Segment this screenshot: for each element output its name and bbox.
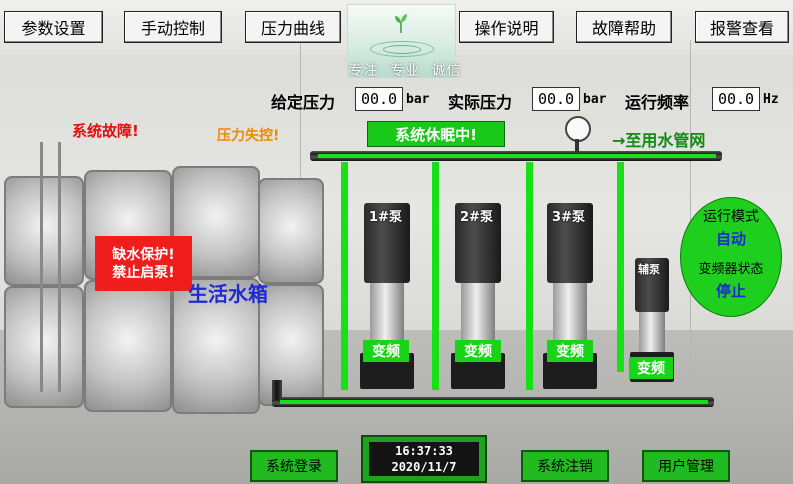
alarm-view-button[interactable]: 报警查看 — [695, 11, 789, 43]
water-shortage-alarm: 缺水保护! 禁止启泵! — [95, 236, 192, 291]
flow-riser — [617, 162, 624, 372]
operation-guide-button[interactable]: 操作说明 — [459, 11, 554, 43]
clock-date: 2020/11/7 — [391, 460, 457, 474]
actual-pressure-label: 实际压力 — [448, 93, 513, 112]
pump-3-motor — [547, 203, 593, 283]
tank-outlet-pipe — [272, 380, 282, 400]
set-pressure-value: 00.0 — [355, 87, 403, 111]
pressure-loss-alarm: 压力失控! — [217, 128, 280, 144]
set-pressure-label: 给定压力 — [271, 93, 336, 112]
aux-pump-body — [639, 312, 665, 352]
pump-2-label: 2#泵 — [460, 210, 493, 225]
user-manage-button[interactable]: 用户管理 — [642, 450, 730, 482]
clock-time: 16:37:33 — [395, 444, 453, 458]
system-fault-alarm: 系统故障! — [72, 122, 139, 140]
ladder-rail — [40, 142, 43, 392]
actual-pressure-unit: bar — [583, 92, 607, 107]
wall-corner-right — [690, 40, 691, 370]
pressure-gauge-icon — [565, 116, 591, 142]
pump-2-motor — [455, 203, 501, 283]
pump-3-label: 3#泵 — [552, 210, 585, 225]
gauge-stem — [575, 139, 579, 153]
set-pressure-unit: bar — [406, 92, 430, 107]
login-button[interactable]: 系统登录 — [250, 450, 338, 482]
tank-panel — [4, 176, 84, 286]
pump-3-mode: 变频 — [547, 340, 593, 362]
aux-pump-motor — [635, 258, 669, 312]
run-mode-value: 自动 — [715, 230, 746, 248]
logo-slogan: 专注 专业 诚信 — [348, 63, 462, 79]
fault-help-button[interactable]: 故障帮助 — [576, 11, 672, 43]
pump-2-mode: 变频 — [455, 340, 501, 362]
actual-pressure-value: 00.0 — [532, 87, 580, 111]
frequency-value: 00.0 — [712, 87, 760, 111]
flow-riser — [341, 162, 348, 390]
sprout-logo-icon — [395, 14, 407, 33]
ladder-rail — [58, 142, 61, 392]
frequency-unit: Hz — [763, 92, 779, 107]
water-tank — [0, 142, 325, 417]
aux-pump-mode: 变频 — [629, 357, 673, 379]
suction-flow-indicator — [280, 400, 708, 404]
tank-panel — [4, 286, 84, 408]
frequency-label: 运行频率 — [625, 93, 690, 112]
water-shortage-line1: 缺水保护! — [112, 246, 175, 263]
flow-riser — [526, 162, 533, 390]
pump-1-motor — [364, 203, 410, 283]
water-shortage-line2: 禁止启泵! — [112, 264, 175, 281]
clock-display: 16:37:33 2020/11/7 — [361, 435, 487, 483]
outlet-flow-indicator — [318, 154, 716, 158]
pressure-curve-button[interactable]: 压力曲线 — [245, 11, 341, 43]
vfd-status-label: 变频器状态 — [698, 262, 764, 277]
logo-ripple-inner — [383, 45, 421, 54]
tank-label: 生活水箱 — [188, 282, 268, 306]
manual-control-button[interactable]: 手动控制 — [124, 11, 222, 43]
status-panel: 运行模式 自动 变频器状态 停止 — [680, 197, 782, 317]
logo-ripple — [370, 41, 434, 57]
company-logo — [347, 4, 456, 78]
pump-1-label: 1#泵 — [369, 210, 402, 225]
run-mode-label: 运行模式 — [703, 209, 759, 225]
tank-panel — [258, 178, 324, 284]
logout-button[interactable]: 系统注销 — [521, 450, 609, 482]
aux-pump-label: 辅泵 — [638, 263, 660, 276]
pump-1-mode: 变频 — [363, 340, 409, 362]
vfd-status-value: 停止 — [715, 282, 746, 300]
tank-panel — [84, 280, 172, 412]
sleep-status: 系统休眠中! — [367, 121, 505, 147]
flow-riser — [432, 162, 439, 390]
clock-screen: 16:37:33 2020/11/7 — [369, 442, 479, 476]
param-settings-button[interactable]: 参数设置 — [4, 11, 103, 43]
to-network-label: →至用水管网 — [612, 131, 706, 150]
